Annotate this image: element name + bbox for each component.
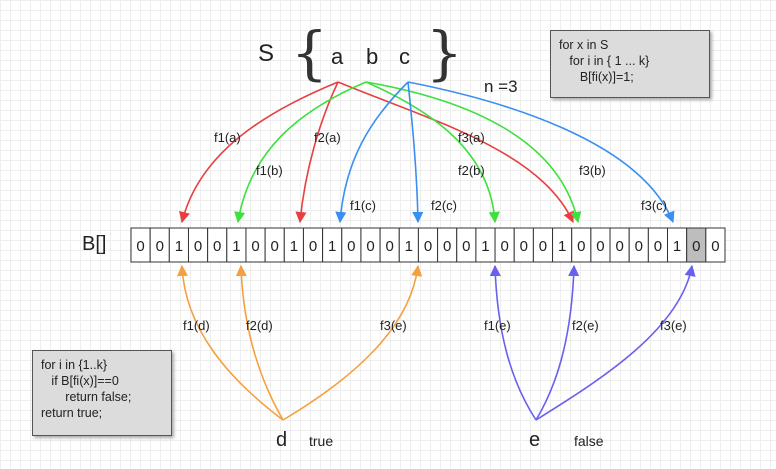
bit-cell bbox=[705, 227, 726, 263]
hash-arrow-c bbox=[407, 81, 675, 224]
bit-value: 0 bbox=[443, 238, 451, 255]
hash-label-f2e: f2(e) bbox=[572, 318, 599, 333]
bit-value: 1 bbox=[175, 238, 183, 255]
bit-value: 0 bbox=[366, 238, 374, 255]
code-line: for i in {1..k} bbox=[41, 358, 108, 372]
code-line: for x in S bbox=[559, 38, 609, 52]
bit-value: 0 bbox=[500, 238, 508, 255]
hash-label-f2d: f2(d) bbox=[246, 318, 273, 333]
bit-value: 0 bbox=[424, 238, 432, 255]
bit-value: 0 bbox=[194, 238, 202, 255]
bit-value: 0 bbox=[520, 238, 528, 255]
bit-value: 1 bbox=[290, 238, 298, 255]
bit-value: 0 bbox=[156, 238, 164, 255]
code-line: for i in { 1 ... k} bbox=[559, 54, 650, 68]
hash-label-f1e: f1(e) bbox=[484, 318, 511, 333]
insert-code-box: for x in S for i in { 1 ... k} B[fi(x)]=… bbox=[550, 30, 710, 98]
bit-value: 1 bbox=[481, 238, 489, 255]
bit-value: 0 bbox=[711, 238, 719, 255]
code-line: return false; bbox=[41, 390, 132, 404]
hash-arrows bbox=[176, 81, 696, 421]
bit-value: 0 bbox=[577, 238, 585, 255]
bit-value: 0 bbox=[386, 238, 394, 255]
bit-value: 0 bbox=[692, 238, 700, 255]
hash-label-f1a: f1(a) bbox=[214, 130, 241, 145]
bit-value: 0 bbox=[596, 238, 604, 255]
code-line: B[fi(x)]=1; bbox=[559, 70, 634, 84]
bit-value: 0 bbox=[654, 238, 662, 255]
hash-arrow-a bbox=[337, 81, 574, 224]
hash-arrow-c bbox=[335, 81, 409, 224]
hash-label-f3b: f3(b) bbox=[579, 163, 606, 178]
hash-label-f1b: f1(b) bbox=[256, 163, 283, 178]
hash-arrow-d bbox=[235, 264, 284, 421]
bit-value: 1 bbox=[405, 238, 413, 255]
array-label: B[] bbox=[82, 233, 107, 255]
set-element-b: b bbox=[366, 44, 379, 69]
query-code-box: for i in {1..k} if B[fi(x)]==0 return fa… bbox=[32, 350, 172, 436]
hash-label-f2b: f2(b) bbox=[458, 163, 485, 178]
bit-value: 0 bbox=[462, 238, 470, 255]
hash-label-f3a: f3(a) bbox=[458, 130, 485, 145]
hash-label-f1c: f1(c) bbox=[350, 198, 376, 213]
bit-value: 1 bbox=[232, 238, 240, 255]
bit-value: 0 bbox=[309, 238, 317, 255]
hash-arrow-a bbox=[295, 81, 339, 224]
query-result-true: true bbox=[309, 433, 334, 449]
hash-arrow-e bbox=[489, 264, 537, 421]
bit-value: 0 bbox=[213, 238, 221, 255]
code-line: return true; bbox=[41, 406, 103, 420]
bit-value: 0 bbox=[251, 238, 259, 255]
hash-label-f3c: f3(c) bbox=[641, 198, 667, 213]
hash-label-f1d: f1(d) bbox=[183, 318, 210, 333]
hash-label-f3e: f3(e) bbox=[660, 318, 687, 333]
set-element-c: c bbox=[399, 44, 410, 69]
hash-arrow-d bbox=[282, 264, 423, 421]
bit-value: 0 bbox=[271, 238, 279, 255]
hash-label-f2c: f2(c) bbox=[431, 198, 457, 213]
bit-value: 1 bbox=[558, 238, 566, 255]
set-close-brace: } bbox=[426, 19, 463, 87]
n-count-label: n =3 bbox=[484, 77, 518, 96]
bit-value: 1 bbox=[673, 238, 681, 255]
hash-arrow-c bbox=[407, 81, 424, 224]
bit-value: 0 bbox=[635, 238, 643, 255]
query-element-e: e bbox=[529, 429, 541, 451]
bit-value: 0 bbox=[136, 238, 144, 255]
bit-value: 0 bbox=[347, 238, 355, 255]
hash-label-f3d: f3(e) bbox=[380, 318, 407, 333]
hash-arrow-b bbox=[365, 81, 500, 224]
query-element-d: d bbox=[276, 429, 288, 451]
query-result-false: false bbox=[574, 433, 604, 449]
bit-value: 0 bbox=[615, 238, 623, 255]
code-line: if B[fi(x)]==0 bbox=[41, 374, 119, 388]
bit-value: 0 bbox=[539, 238, 547, 255]
hash-arrow-b bbox=[365, 81, 582, 224]
set-element-a: a bbox=[331, 44, 344, 69]
hash-arrow-d bbox=[176, 264, 284, 421]
set-open-brace: { bbox=[291, 19, 328, 87]
hash-arrow-a bbox=[179, 81, 339, 224]
hash-label-f2a: f2(a) bbox=[314, 130, 341, 145]
hash-arrow-b bbox=[234, 81, 367, 224]
hash-arrow-e bbox=[535, 264, 580, 421]
hash-arrow-e bbox=[535, 264, 696, 421]
set-label: S bbox=[258, 40, 275, 67]
bit-value: 1 bbox=[328, 238, 336, 255]
